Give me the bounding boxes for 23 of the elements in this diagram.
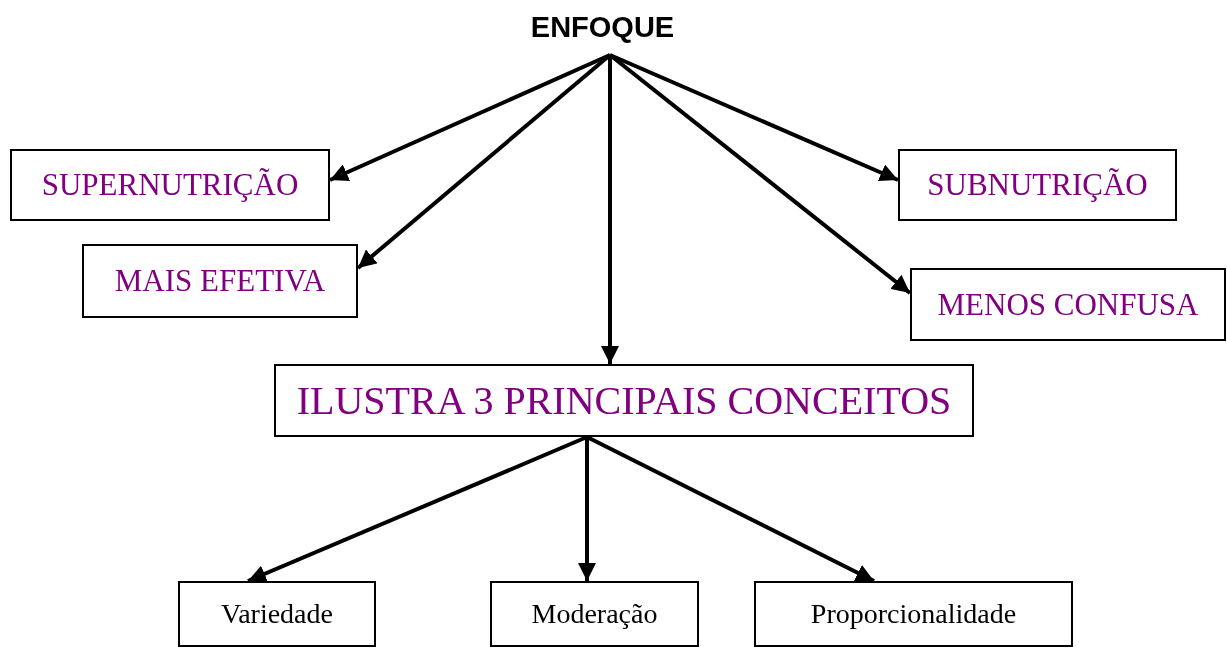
arrow (601, 55, 619, 364)
arrow (578, 437, 596, 581)
concept-box (490, 581, 699, 647)
arrow (609, 53, 899, 182)
arrow (247, 435, 588, 583)
concept-text: ILUSTRA 3 PRINCIPAIS CONCEITOS (296, 377, 952, 424)
concept-box (178, 581, 376, 647)
concept-box (910, 268, 1226, 341)
concept-box (898, 149, 1177, 221)
concept-text: SUPERNUTRIÇÃO (41, 167, 299, 203)
concept-text: MENOS CONFUSA (937, 286, 1199, 323)
arrow (586, 435, 875, 583)
concept-box (274, 364, 974, 437)
concept-text: Moderação (531, 598, 658, 630)
concept-box (82, 244, 358, 318)
concept-text: Proporcionalidade (810, 598, 1017, 630)
concept-box (754, 581, 1073, 647)
arrow (329, 53, 611, 182)
concept-text: SUBNUTRIÇÃO (927, 167, 1148, 203)
heading-text: ENFOQUE (530, 10, 675, 44)
concept-box (10, 149, 330, 221)
concept-text: MAIS EFETIVA (114, 263, 326, 299)
concept-text: Variedade (221, 598, 333, 630)
